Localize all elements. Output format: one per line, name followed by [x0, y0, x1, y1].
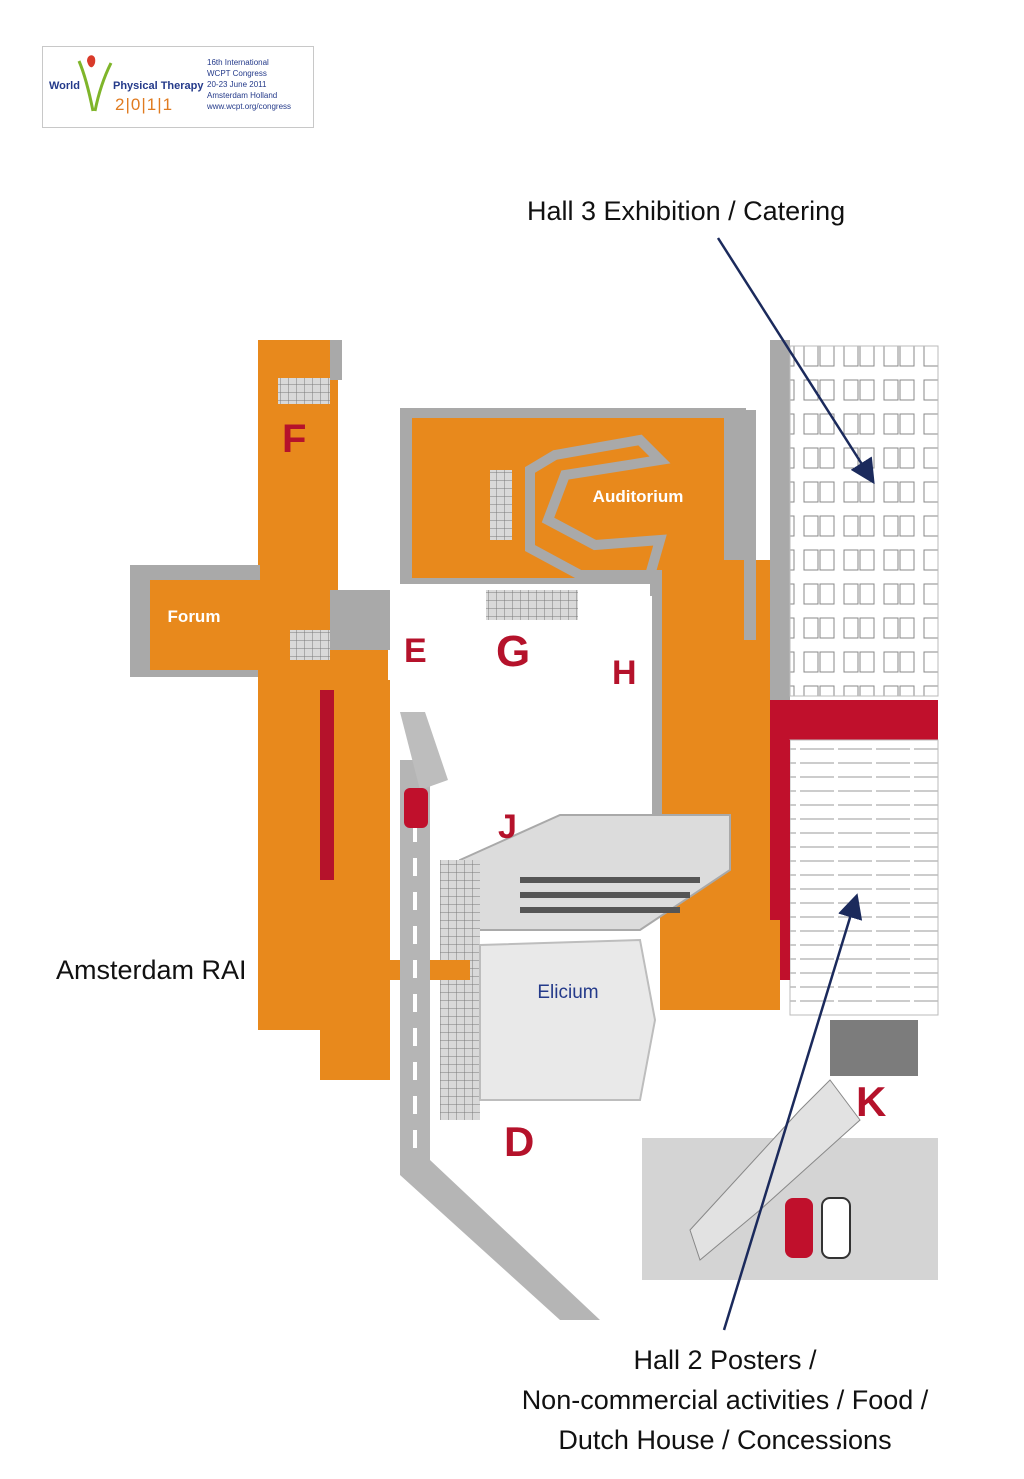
logo-info-line: 16th International [207, 58, 269, 67]
entrance-g: G [496, 627, 530, 676]
logo-year: 2|0|1|1 [115, 95, 174, 114]
entrance-h: H [612, 654, 637, 692]
crimson-band [770, 700, 938, 740]
arrow-hall-2 [722, 893, 863, 1331]
elicium-complex [380, 814, 780, 1120]
label-elicium: Elicium [537, 982, 598, 1003]
label-forum: Forum [168, 607, 221, 626]
caption-venue: Amsterdam RAI [56, 955, 247, 985]
caption-hall-2-line: Dutch House / Concessions [558, 1425, 892, 1455]
label-auditorium: Auditorium [593, 487, 684, 506]
walkway-k [689, 1079, 861, 1261]
logo-info-line: WCPT Congress [207, 69, 267, 78]
car-icon [785, 1198, 813, 1258]
logo-word-physical-therapy: Physical Therapy [113, 80, 204, 92]
logo-info-line: 20-23 June 2011 [207, 80, 267, 89]
entrance-j: J [498, 808, 517, 846]
congress-logo: World Physical Therapy 2|0|1|1 16th Inte… [42, 46, 314, 128]
arrow-hall-3 [716, 237, 875, 485]
caption-hall-2: Hall 2 Posters / Non-commercial activiti… [470, 1340, 980, 1460]
road-canopy [400, 712, 448, 790]
entrance-f: F [282, 417, 306, 461]
logo-info-line: Amsterdam Holland [207, 91, 278, 100]
hall-2-poster-floor [770, 739, 939, 1016]
entrance-e: E [404, 632, 427, 670]
hall-block-west [130, 340, 390, 1080]
caption-hall-3: Hall 3 Exhibition / Catering [527, 196, 846, 226]
logo-info-line: www.wcpt.org/congress [207, 102, 292, 111]
car-icon [821, 1197, 851, 1259]
hall-3-exhibition-floor [789, 345, 939, 697]
logo-figure-icon [77, 55, 113, 112]
logo-info: 16th International WCPT Congress 20-23 J… [207, 57, 291, 112]
caption-hall-2-line: Hall 2 Posters / [633, 1345, 817, 1375]
k-building [830, 1020, 918, 1076]
caption-hall-2-line: Non-commercial activities / Food / [521, 1385, 929, 1415]
hall-block-north [400, 408, 746, 584]
car-icon [404, 788, 428, 828]
entrance-d: D [504, 1118, 534, 1165]
stairs-g [486, 590, 578, 620]
logo-word-world: World [49, 80, 80, 92]
access-road [400, 760, 600, 1320]
entrance-k: K [856, 1078, 886, 1125]
